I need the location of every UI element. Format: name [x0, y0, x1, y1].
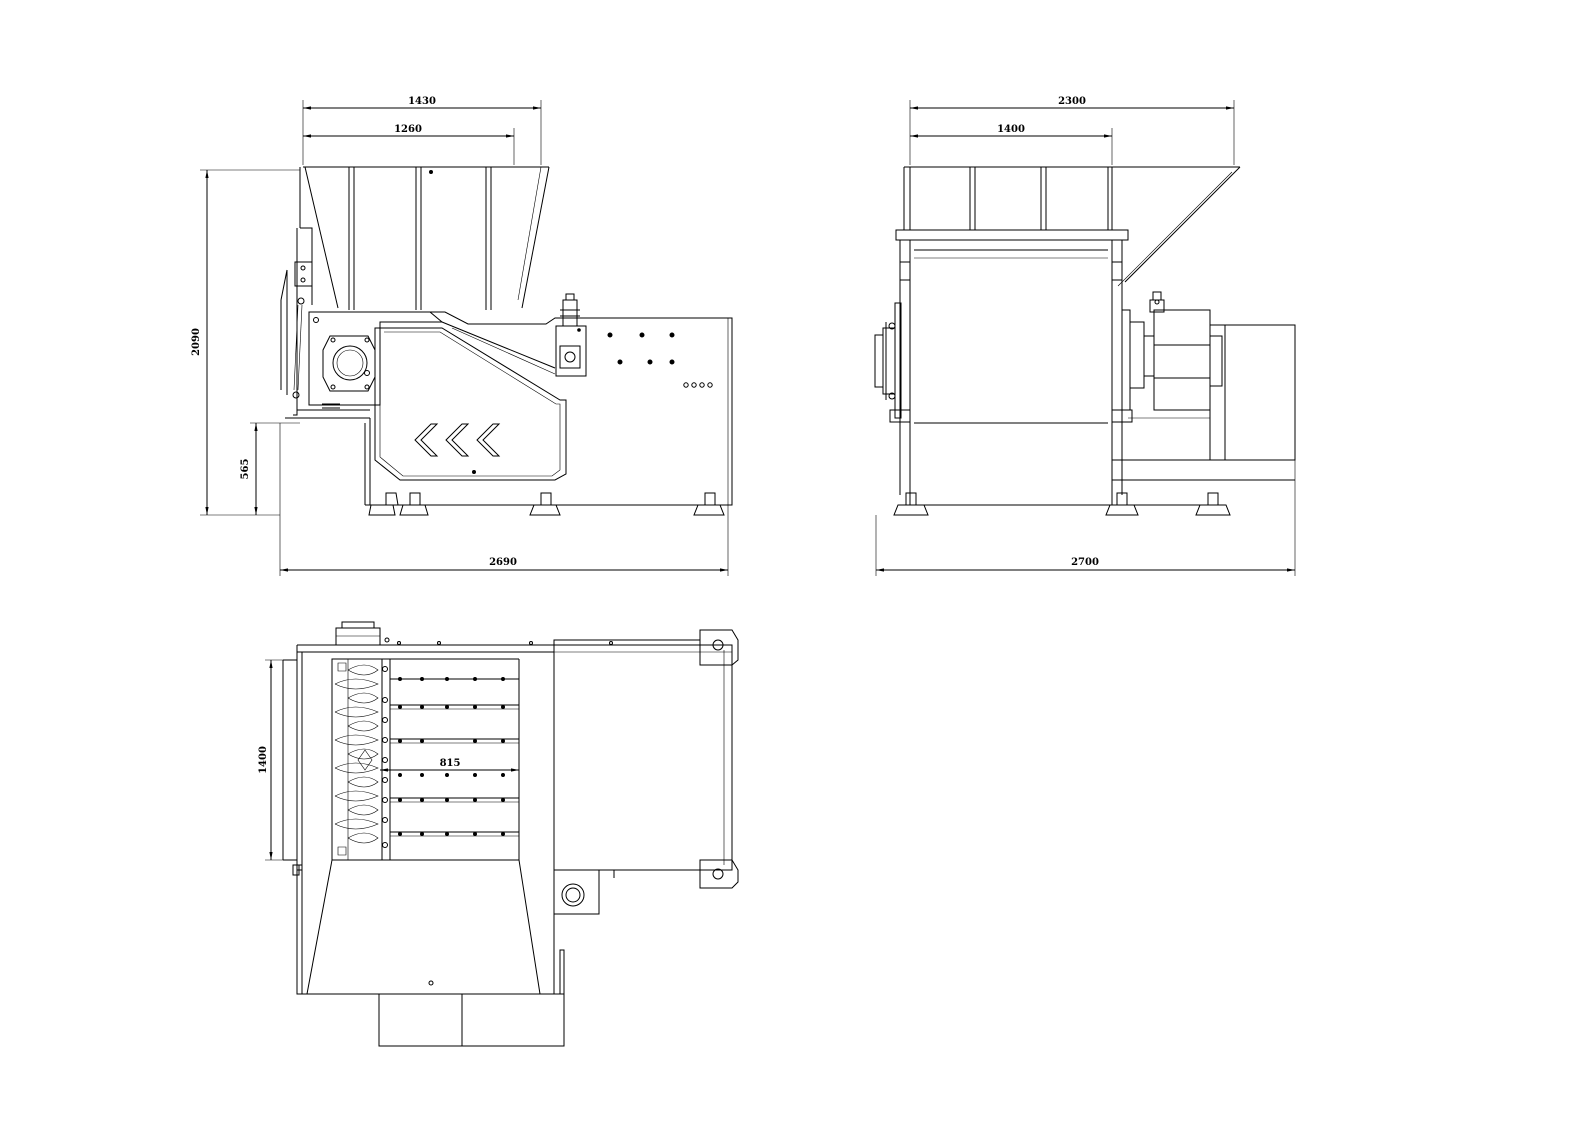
dim-hopper-top-width: 1430	[408, 96, 436, 107]
front-bearing-tower	[556, 294, 586, 376]
side-hopper	[904, 167, 1240, 286]
front-cover	[375, 328, 566, 480]
top-knife-plates	[382, 659, 519, 860]
front-hopper	[300, 167, 549, 310]
front-feet	[369, 493, 724, 515]
side-view-dimensions: 2300 1400 2700	[876, 96, 1295, 576]
front-left-bracket	[281, 228, 370, 418]
direction-arrow-1	[415, 424, 437, 456]
front-view-dimensions: 1430 1260 2090 565 2690	[191, 96, 728, 576]
top-right-body	[554, 630, 738, 994]
dim-hopper-inner-width: 1260	[394, 124, 422, 135]
side-drive-unit	[1112, 292, 1295, 480]
dim-total-height: 2090	[191, 328, 202, 356]
side-view: 2300 1400 2700	[875, 96, 1295, 576]
side-left-bearing	[875, 303, 901, 418]
top-hopper-outline	[302, 860, 540, 994]
top-frame	[283, 645, 554, 994]
dim-rotor-length: 1400	[258, 746, 269, 774]
front-main-frame	[365, 312, 732, 505]
dim-chamber-width: 1400	[997, 124, 1025, 135]
top-view: 1400 815	[258, 622, 738, 1046]
top-rotor	[332, 659, 382, 860]
dim-base-height: 565	[240, 459, 251, 480]
side-main-body	[890, 230, 1132, 505]
side-feet	[894, 493, 1230, 515]
direction-arrow-3	[477, 424, 499, 456]
top-motor-stub	[336, 622, 613, 645]
dim-total-length: 2690	[489, 557, 517, 568]
top-motor-box	[379, 994, 564, 1046]
direction-arrow-2	[446, 424, 468, 456]
front-view: 1430 1260 2090 565 2690	[191, 96, 732, 576]
dim-side-hopper-top-width: 2300	[1058, 96, 1086, 107]
dim-total-width: 2700	[1071, 557, 1099, 568]
dim-rotor-diameter: 815	[440, 758, 461, 769]
